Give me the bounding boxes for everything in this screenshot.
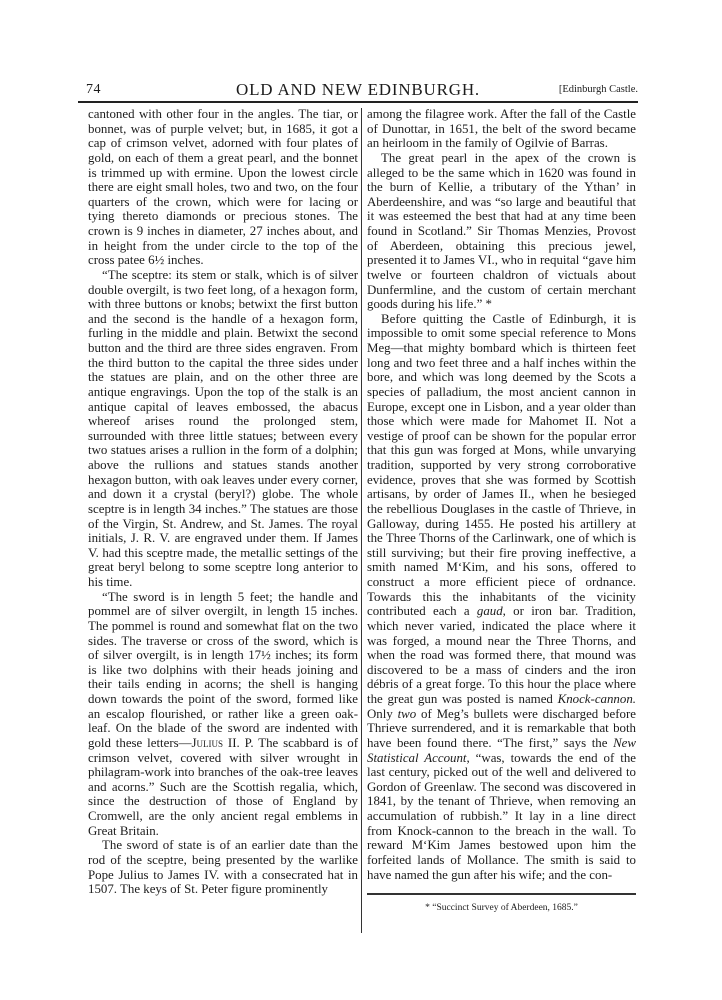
paragraph: among the filagree work. After the fall … [367,107,636,151]
column-divider [361,108,363,933]
small-caps-text: Julius [191,735,224,750]
text-run: “The sword is in length 5 feet; the hand… [88,589,358,750]
footnote-rule [367,893,636,895]
running-title: OLD AND NEW EDINBURGH. [236,80,480,99]
paragraph: cantoned with other four in the angles. … [88,107,358,268]
paragraph: “The sceptre: its stem or stalk, which i… [88,267,358,589]
section-heading: [Edinburgh Castle. [558,84,638,95]
text-run: Before quitting the Castle of Edinburgh,… [367,311,636,619]
text-run: , or iron bar. Tradition, which never va… [367,604,636,706]
paragraph: The sword of state is of an earlier date… [88,838,358,897]
page-header: 74 OLD AND NEW EDINBURGH. [Edinburgh Cas… [78,80,638,100]
paragraph: Before quitting the Castle of Edinburgh,… [367,312,636,882]
paragraph: “The sword is in length 5 feet; the hand… [88,590,358,839]
page-number: 74 [86,82,101,97]
italic-text: New Statistical Account [367,735,636,765]
italic-text: Knock-cannon. [557,692,636,706]
text-run: Only [367,706,398,721]
right-column: among the filagree work. After the fall … [367,107,636,882]
footnote: * “Succinct Survey of Aberdeen, 1685.” [425,903,578,913]
text-run: , “was, towards the end of the last cent… [367,750,636,882]
left-column: cantoned with other four in the angles. … [88,107,358,897]
italic-text: two [397,706,417,721]
paragraph: The great pearl in the apex of the crown… [367,150,636,312]
text-run: II. P. The scabbard is of crimson velvet… [88,735,358,838]
header-rule [78,101,638,103]
text-run: of Meg’s bullets were discharged before … [367,706,636,750]
italic-text: gaud [476,604,503,619]
